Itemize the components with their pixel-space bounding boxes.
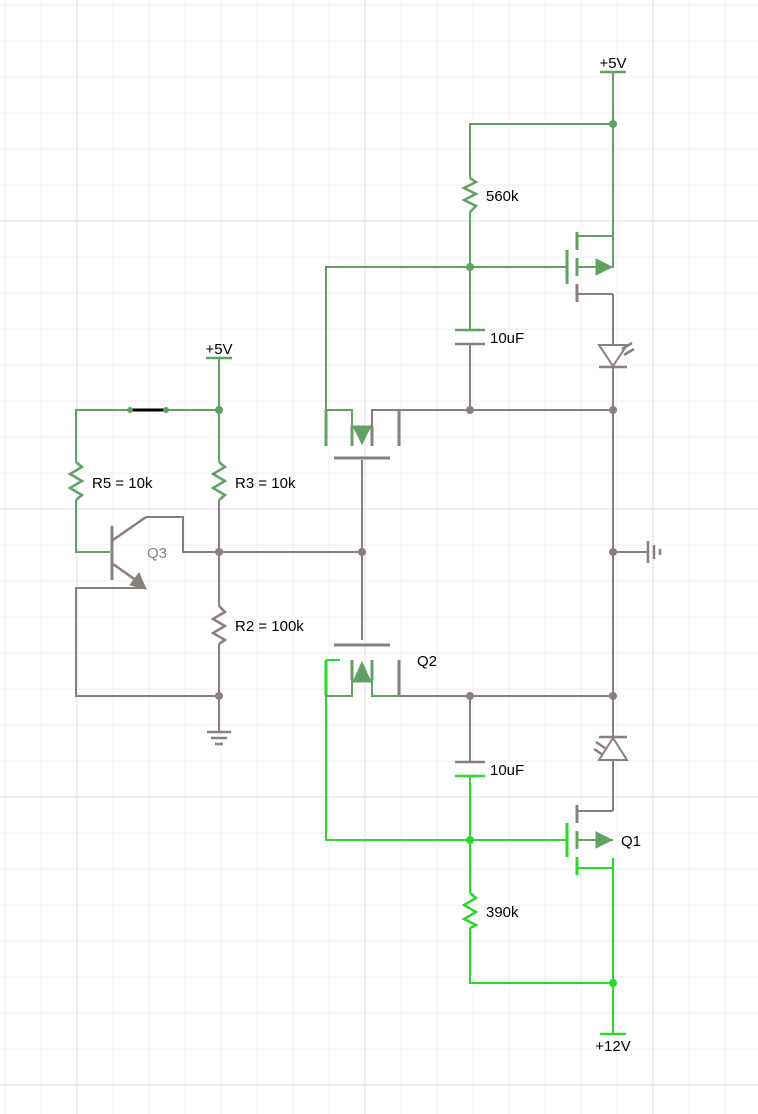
wire-q3-emitter[interactable] — [75, 587, 219, 697]
ground-left[interactable] — [207, 730, 231, 746]
resistor-390k[interactable] — [461, 892, 479, 930]
label-r560: 560k — [486, 188, 519, 205]
wire-q3-base[interactable] — [75, 500, 110, 553]
labels: +5V 560k 10uF +5V R5 = 10k R3 = 10k Q3 R… — [92, 55, 641, 1055]
junction — [609, 692, 617, 700]
mosfet-q2[interactable] — [324, 643, 401, 697]
transistor-q3[interactable] — [110, 515, 147, 590]
led-bottom[interactable] — [593, 735, 629, 761]
wires — [75, 72, 648, 1034]
resistor-560k[interactable] — [461, 176, 479, 213]
label-5v-left: +5V — [205, 341, 232, 358]
junction — [466, 692, 474, 700]
resistor-r2[interactable] — [210, 605, 228, 646]
label-r2: R2 = 100k — [235, 618, 304, 635]
mosfet-m1[interactable] — [541, 232, 614, 302]
label-q1: Q1 — [621, 833, 641, 850]
capacitor-10uf-top[interactable] — [455, 328, 485, 346]
label-12v: +12V — [595, 1038, 630, 1055]
wire-r390-bottom[interactable] — [469, 928, 613, 984]
label-r3: R3 = 10k — [235, 475, 296, 492]
junction — [466, 836, 474, 844]
resistor-r3[interactable] — [210, 461, 228, 501]
ground-right[interactable] — [646, 541, 662, 563]
label-cap-top: 10uF — [490, 330, 524, 347]
label-r5: R5 = 10k — [92, 475, 153, 492]
junction — [215, 692, 223, 700]
mosfet-q1[interactable] — [541, 805, 614, 875]
label-q2: Q2 — [417, 653, 437, 670]
junction — [358, 548, 366, 556]
label-q3: Q3 — [147, 545, 167, 562]
label-5v-top: +5V — [599, 55, 626, 72]
junction — [609, 406, 617, 414]
label-cap-bottom: 10uF — [490, 762, 524, 779]
label-r390: 390k — [486, 904, 519, 921]
capacitor-10uf-bottom[interactable] — [455, 760, 485, 778]
wire-switch-left[interactable] — [75, 409, 130, 462]
junction — [215, 548, 223, 556]
wire-5v-top-rail[interactable] — [469, 72, 614, 178]
junction — [609, 120, 617, 128]
switch[interactable] — [127, 407, 169, 413]
resistor-r5[interactable] — [67, 461, 85, 501]
wire-q3-collector[interactable] — [146, 516, 219, 553]
junctions — [215, 120, 617, 987]
junction — [609, 979, 617, 987]
junction — [609, 548, 617, 556]
junction — [466, 263, 474, 271]
mosfet-m4[interactable] — [324, 409, 401, 460]
led-top[interactable] — [597, 341, 635, 369]
junction — [215, 406, 223, 414]
junction — [466, 406, 474, 414]
